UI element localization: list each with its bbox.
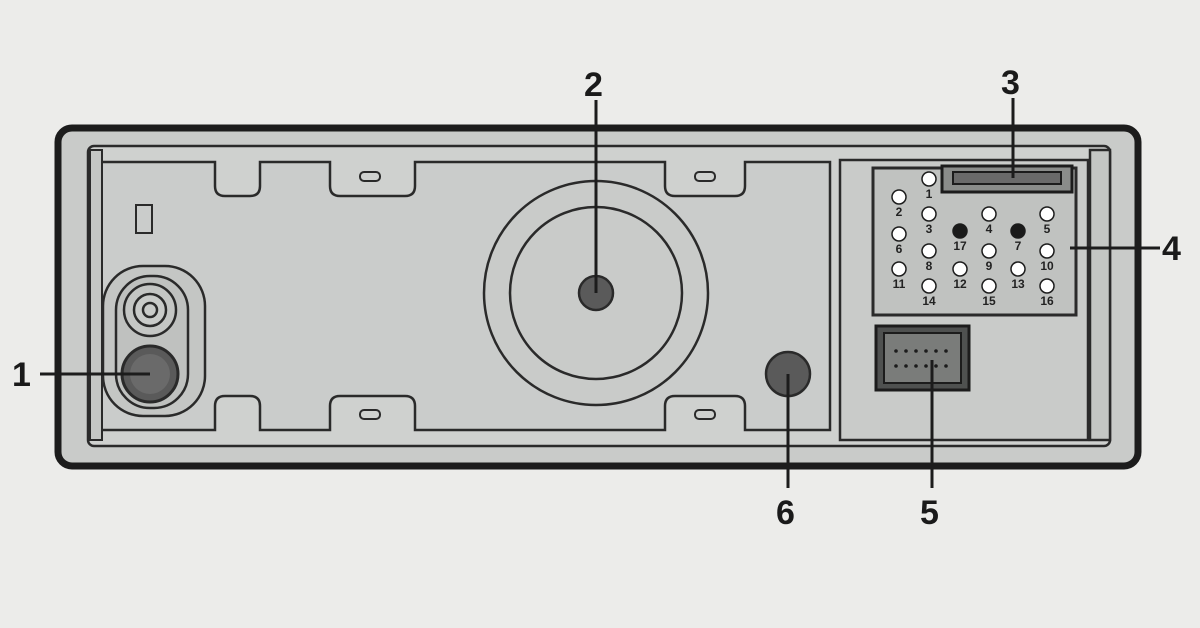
connector-pin-3 [921, 206, 937, 222]
connector-pin-4 [981, 206, 997, 222]
connector-pin-15 [981, 278, 997, 294]
connector-pin-17 [952, 223, 968, 239]
antenna-socket [101, 264, 207, 418]
connector-pin-14 [921, 278, 937, 294]
callout-5: 5 [920, 494, 939, 532]
connector-pin-16 [1039, 278, 1055, 294]
main-body-outline [98, 160, 832, 432]
slot-top-right [694, 171, 716, 182]
connector-pin-label-12: 12 [953, 277, 967, 291]
connector-pin-label-2: 2 [896, 205, 903, 219]
callout-2: 2 [584, 66, 603, 104]
connector-pin-12 [952, 261, 968, 277]
slot-bottom-left [359, 409, 381, 420]
slot-bottom-right [694, 409, 716, 420]
connector-pin-label-17: 17 [953, 239, 967, 253]
callout-6: 6 [776, 494, 795, 532]
connector-pin-label-4: 4 [986, 222, 993, 236]
connector-pin-9 [981, 243, 997, 259]
connector-pin-label-15: 15 [982, 294, 996, 308]
connector-pin-7 [1010, 223, 1026, 239]
callout-3: 3 [1001, 64, 1020, 102]
connector-pin-label-10: 10 [1040, 259, 1054, 273]
connector-pin-label-9: 9 [986, 259, 993, 273]
callout-1: 1 [12, 356, 31, 394]
connector-pin-10 [1039, 243, 1055, 259]
connector-pin-label-7: 7 [1015, 239, 1022, 253]
right-bracket [1088, 148, 1112, 442]
connector-pin-label-16: 16 [1040, 294, 1054, 308]
connector-pin-label-3: 3 [926, 222, 933, 236]
connector-pin-label-11: 11 [893, 277, 906, 291]
connector-pin-8 [921, 243, 937, 259]
leader-lines [40, 98, 1160, 488]
connector-pin-label-13: 13 [1011, 277, 1025, 291]
connector-pin-13 [1010, 261, 1026, 277]
connector-pin-label-5: 5 [1044, 222, 1051, 236]
multipin-connector [874, 324, 971, 392]
slot-left-vertical [135, 204, 153, 234]
connector-pin-label-6: 6 [896, 242, 903, 256]
connector-pin-11 [891, 261, 907, 277]
left-bracket [89, 149, 103, 441]
connector-pin-5 [1039, 206, 1055, 222]
connector-pin-1 [921, 171, 937, 187]
connector-pin-2 [891, 189, 907, 205]
slot-top-left [359, 171, 381, 182]
connector-pin-label-8: 8 [926, 259, 933, 273]
callout-4: 4 [1162, 230, 1181, 268]
connector-pin-label-14: 14 [922, 294, 936, 308]
connector-pin-6 [891, 226, 907, 242]
connector-pin-label-1: 1 [926, 187, 933, 201]
